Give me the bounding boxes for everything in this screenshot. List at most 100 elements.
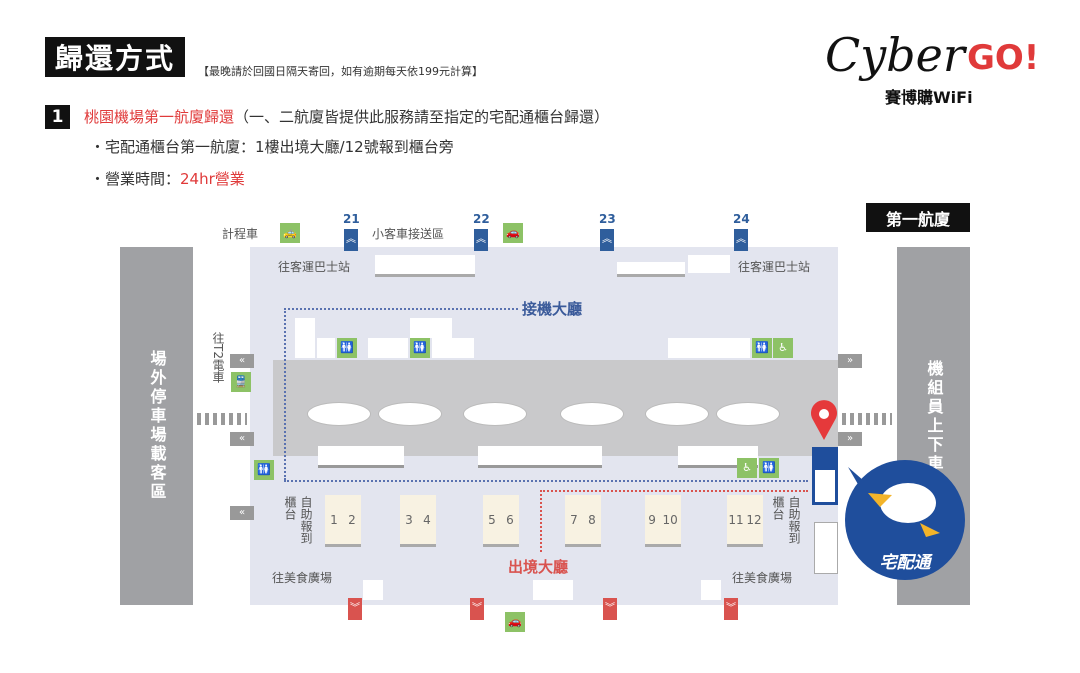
crosswalk [197,413,247,425]
pickup-label: 小客車接送區 [372,227,445,241]
counter-number: 7 [570,512,578,527]
section-title: 桃園機場第一航廈歸還 [84,108,235,126]
section-number: 1 [45,105,70,129]
logo-brand: Cyber [825,28,965,82]
self-checkin-label: 自助報到 [787,496,801,544]
counter-number: 12 [746,512,762,527]
left-zone: 場外停車場載客區 [120,247,193,605]
car-icon: 🚗 [503,223,523,243]
counter-block [478,446,602,468]
counter-number: 11 [728,512,744,527]
t2-train-label: 往T2電車 [211,332,225,383]
counter-number: 1 [330,512,338,527]
counter-number: 9 [648,512,656,527]
logo-sub: 賽博購WiFi [885,88,973,107]
hours-line: ・營業時間：24hr營業 [90,168,245,189]
shop-block [814,522,838,574]
restroom-icon: 🚻 [337,338,357,358]
gate-number: 23 [599,212,616,226]
shop-block [410,318,452,338]
gate-number: 22 [473,212,490,226]
shop-block [701,580,721,600]
self-checkin-label: 自助報到 [299,496,313,544]
carousel [645,402,709,426]
arrow-left-icon: « [230,506,254,520]
pelican-logo-text: 宅配通 [880,553,934,573]
taxi-icon: 🚕 [280,223,300,243]
location-label: ・宅配通櫃台第一航廈： [90,138,256,156]
carousel [307,402,371,426]
hours-value: 24hr營業 [180,170,245,188]
restroom-icon: 🚻 [254,460,274,480]
counter-block [688,255,730,273]
carousel [560,402,624,426]
arrival-path [284,308,286,480]
pelican-counter[interactable] [812,447,838,505]
logo-go: GO! [967,38,1040,78]
gate-entry-icon: ︾ [603,598,617,620]
shop-block [363,580,383,600]
arrow-right-icon: » [838,432,862,446]
restroom-icon: 🚻 [759,458,779,478]
section-heading: 桃園機場第一航廈歸還（一、二航廈皆提供此服務請至指定的宅配通櫃台歸還） [84,106,609,127]
carousel [378,402,442,426]
pelican-logo: 宅配通 [845,460,965,580]
gate-exit-icon: ︽ [600,229,614,251]
bus-label-left: 往客運巴士站 [278,260,351,274]
counter-number: 3 [405,512,413,527]
food-court-label-left: 往美食廣場 [272,571,333,585]
bus-label-right: 往客運巴士站 [738,260,811,274]
counter-number: 2 [348,512,356,527]
departure-path [540,490,808,492]
deadline-note: 【最晚請於回國日隔天寄回，如有逾期每天依199元計算】 [198,65,483,78]
counter-block [617,262,685,277]
counter-label: 櫃台 [283,496,297,520]
gate-number: 24 [733,212,750,226]
gate-number: 21 [343,212,360,226]
location-value: 1樓出境大廳/12號報到櫃台旁 [255,138,454,156]
gate-entry-icon: ︾ [724,598,738,620]
hours-label: ・營業時間： [90,170,181,188]
food-court-label-right: 往美食廣場 [732,571,793,585]
taxi-label: 計程車 [222,227,259,241]
carousel [463,402,527,426]
gate-entry-icon: ︾ [348,598,362,620]
gate-exit-icon: ︽ [734,229,748,251]
arrow-left-icon: « [230,354,254,368]
counter-block [375,255,475,277]
counter-number: 10 [662,512,678,527]
train-icon: 🚆 [231,372,251,392]
page-title: 歸還方式 [45,37,185,77]
location-line: ・宅配通櫃台第一航廈：1樓出境大廳/12號報到櫃台旁 [90,136,454,157]
checkin-counter: 9 10 [645,495,681,547]
car-icon: 🚗 [505,612,525,632]
counter-number: 4 [423,512,431,527]
crosswalk [842,413,892,425]
shop-block [317,338,335,358]
cybergo-logo: Cyber GO! 賽博購WiFi [825,28,1055,108]
departure-hall-label: 出境大廳 [508,558,569,576]
restroom-icon: 🚻 [410,338,430,358]
gate-exit-icon: ︽ [474,229,488,251]
accessible-icon: ♿ [773,338,793,358]
arrow-left-icon: « [230,432,254,446]
counter-number: 6 [506,512,514,527]
gate-entry-icon: ︾ [470,598,484,620]
arrival-path [284,480,808,482]
shop-block [533,580,573,600]
restroom-icon: 🚻 [752,338,772,358]
departure-path [540,490,542,552]
carousel [716,402,780,426]
shop-block [432,338,474,358]
counter-block [318,446,404,468]
counter-number: 5 [488,512,496,527]
counter-label: 櫃台 [771,496,785,520]
arrival-path [284,308,518,310]
section-title-suffix: （一、二航廈皆提供此服務請至指定的宅配通櫃台歸還） [234,108,610,126]
shop-block [295,318,315,358]
shop-block [368,338,408,358]
